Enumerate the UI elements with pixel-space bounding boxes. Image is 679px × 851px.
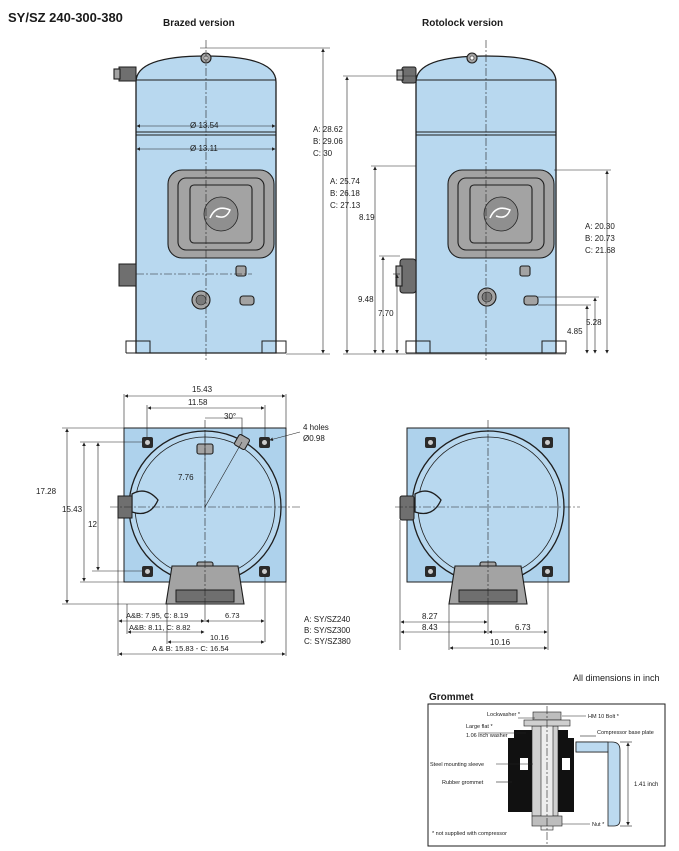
rotolock-height-a: A: 25.74	[330, 177, 360, 186]
grommet-footnote: * not supplied with compressor	[432, 831, 507, 837]
grommet-nut: Nut *	[592, 822, 605, 828]
top-dim-1016: 10.16	[210, 633, 229, 642]
rotolock-dim-485: 4.85	[567, 327, 583, 336]
brazed-height-b: B: 29.06	[313, 137, 343, 146]
grommet-detail	[427, 703, 666, 847]
sheet-title: SY/SZ 240-300-380	[8, 10, 123, 25]
grommet-rubber: Rubber grommet	[442, 780, 484, 786]
rotolock-dim-819: 8.19	[359, 213, 375, 222]
brazed-dia-inner: Ø 13.11	[190, 144, 218, 153]
brazed-height-c: C: 30	[313, 149, 333, 158]
rotolock-top-1016: 10.16	[490, 638, 511, 647]
holes-count: 4 holes	[303, 423, 329, 432]
rotolock-right-c: C: 21.68	[585, 246, 616, 255]
brazed-dia-outer: Ø 13.54	[190, 121, 219, 130]
grommet-title: Grommet	[429, 692, 474, 703]
grommet-large-flat: Large flat *	[466, 724, 493, 730]
rotolock-top-827: 8.27	[422, 612, 438, 621]
rotolock-dim-770: 7.70	[378, 309, 394, 318]
grommet-lockwasher: Lockwasher *	[487, 712, 521, 718]
legend-b: B: SY/SZ300	[304, 626, 351, 635]
top-dim-673: 6.73	[225, 611, 240, 620]
rotolock-right-b: B: 20.73	[585, 234, 615, 243]
brazed-compressor-front-view	[113, 40, 287, 362]
grommet-washer: 1.06 inch washer	[466, 733, 508, 739]
brazed-view-title: Brazed version	[163, 18, 235, 29]
grommet-sleeve: Steel mounting sleeve	[430, 762, 484, 768]
rotolock-top-673: 6.73	[515, 623, 531, 632]
units-note: All dimensions in inch	[573, 673, 660, 683]
grommet-height: 1.41 inch	[634, 782, 658, 788]
radius-776: 7.76	[178, 473, 194, 482]
rotolock-dim-948: 9.48	[358, 295, 374, 304]
top-dim-total: A & B: 15.83 - C: 16.54	[152, 644, 229, 653]
top-width-1543: 15.43	[192, 385, 213, 394]
rotolock-top-843: 8.43	[422, 623, 438, 632]
rotolock-compressor-front-view	[395, 40, 567, 362]
rotolock-height-b: B: 26.18	[330, 189, 360, 198]
top-height-1728: 17.28	[36, 487, 57, 496]
top-dim-ab-1: A&B: 7.95, C: 8.19	[126, 611, 188, 620]
rotolock-height-c: C: 27.13	[330, 201, 361, 210]
holes-dia: Ø0.98	[303, 434, 325, 443]
top-height-1543: 15.43	[62, 505, 83, 514]
brazed-height-a: A: 28.62	[313, 125, 343, 134]
angle-label: 30°	[224, 412, 236, 421]
legend-a: A: SY/SZ240	[304, 615, 351, 624]
grommet-bolt: HM 10 Bolt *	[588, 714, 620, 720]
legend-c: C: SY/SZ380	[304, 637, 351, 646]
grommet-base-plate: Compressor base plate	[597, 730, 654, 736]
rotolock-dim-528: 5.28	[586, 318, 602, 327]
rotolock-right-a: A: 20.30	[585, 222, 615, 231]
top-width-1158: 11.58	[188, 398, 208, 407]
top-dim-ab-2: A&B: 8.11, C: 8.82	[129, 623, 191, 632]
brazed-top-view	[110, 420, 300, 605]
rotolock-top-view	[395, 420, 580, 605]
rotolock-view-title: Rotolock version	[422, 18, 503, 29]
top-height-12: 12	[88, 520, 97, 529]
